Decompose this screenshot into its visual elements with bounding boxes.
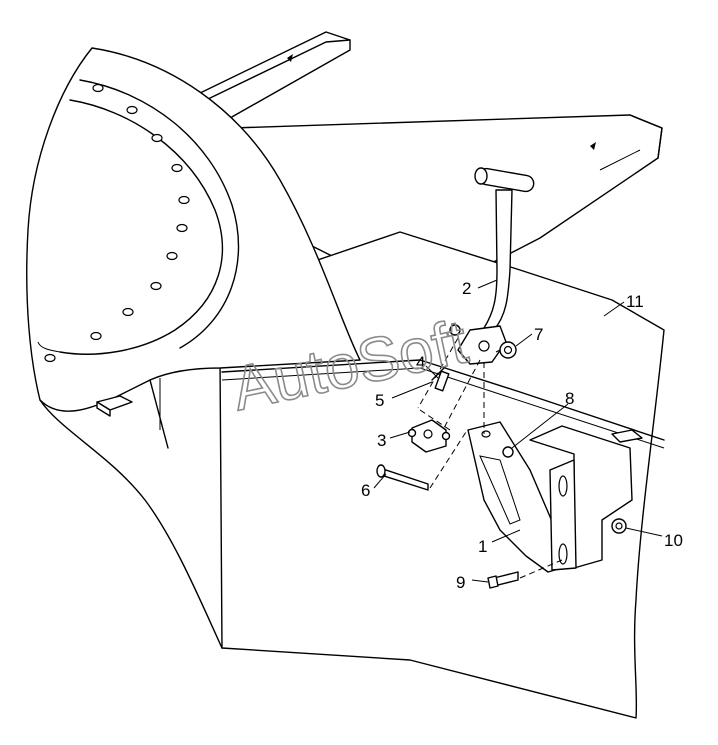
callout-2: 2 [462,279,471,298]
callout-9: 9 [456,573,465,592]
long-pin [376,464,429,491]
assembly-lines [417,337,563,579]
callout-10: 10 [664,531,683,550]
callout-4: 4 [416,353,425,372]
fender-bolt-holes [44,83,190,363]
callout-1: 1 [478,537,487,556]
callout-11: 11 [626,292,644,311]
clevis-block [407,419,451,453]
support-bracket-box [529,425,643,571]
callout-6: 6 [361,481,370,500]
callout-7: 7 [534,325,543,344]
brake-lever [457,167,535,365]
small-pins [431,324,461,392]
callout-8: 8 [565,389,574,408]
callout-3: 3 [377,431,386,450]
fender-arch [26,47,361,649]
lever-washer [499,341,517,359]
fasteners [487,446,627,589]
callout-labels: 1 2 3 4 5 6 7 8 9 10 11 [361,279,683,592]
callout-5: 5 [375,391,384,410]
leader-lines [373,279,663,583]
upper-frame-rail [195,31,351,119]
